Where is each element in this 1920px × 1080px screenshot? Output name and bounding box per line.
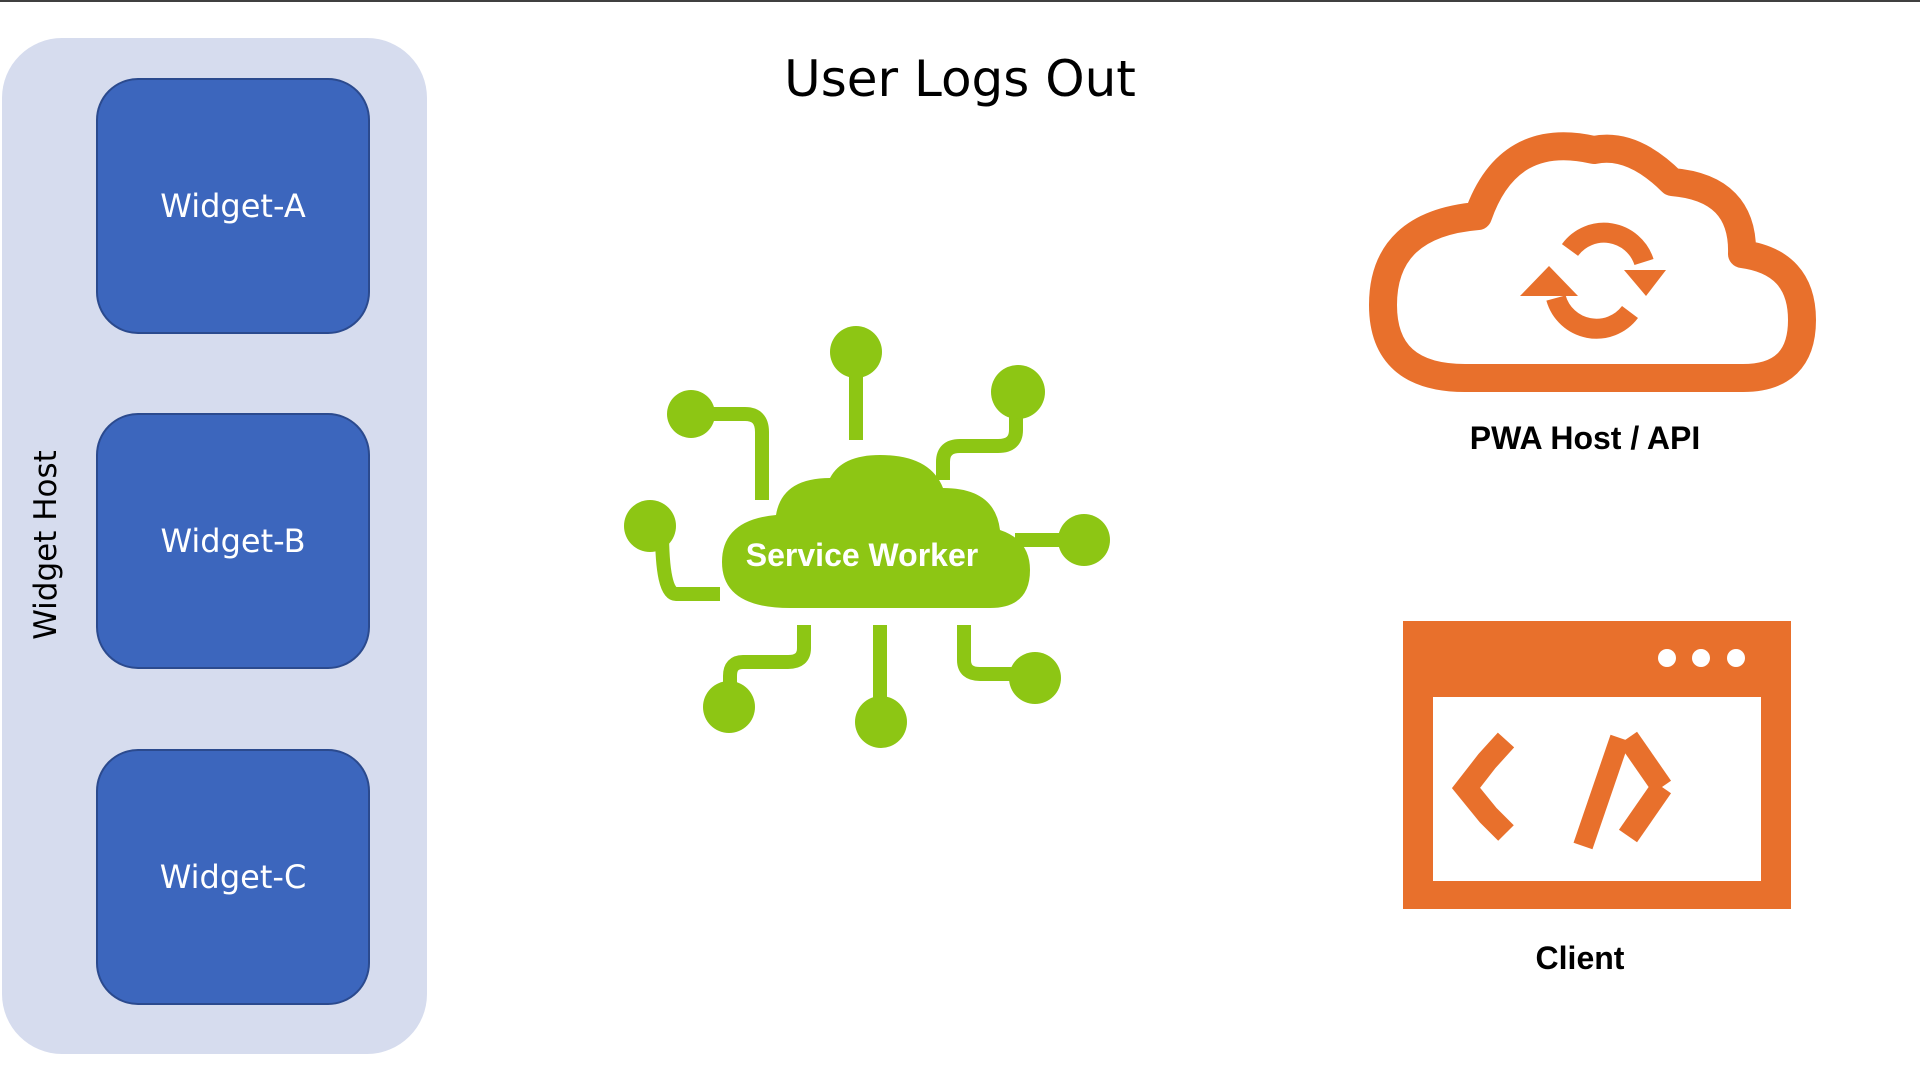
browser-code-icon [1403, 621, 1791, 909]
widget-c-label: Widget-C [159, 858, 307, 896]
service-worker-label: Service Worker [746, 537, 978, 573]
widget-b-box[interactable]: Widget-B [96, 413, 370, 669]
widget-c-box[interactable]: Widget-C [96, 749, 370, 1005]
service-worker-icon [624, 326, 1110, 748]
cloud-sync-icon [1369, 132, 1816, 392]
page-title: User Logs Out [784, 50, 1136, 108]
top-rule [0, 0, 1920, 2]
widget-b-label: Widget-B [160, 522, 306, 560]
client-label: Client [1535, 940, 1625, 976]
widget-a-label: Widget-A [160, 187, 306, 225]
pwa-host-api-label: PWA Host / API [1469, 420, 1701, 456]
widget-a-box[interactable]: Widget-A [96, 78, 370, 334]
